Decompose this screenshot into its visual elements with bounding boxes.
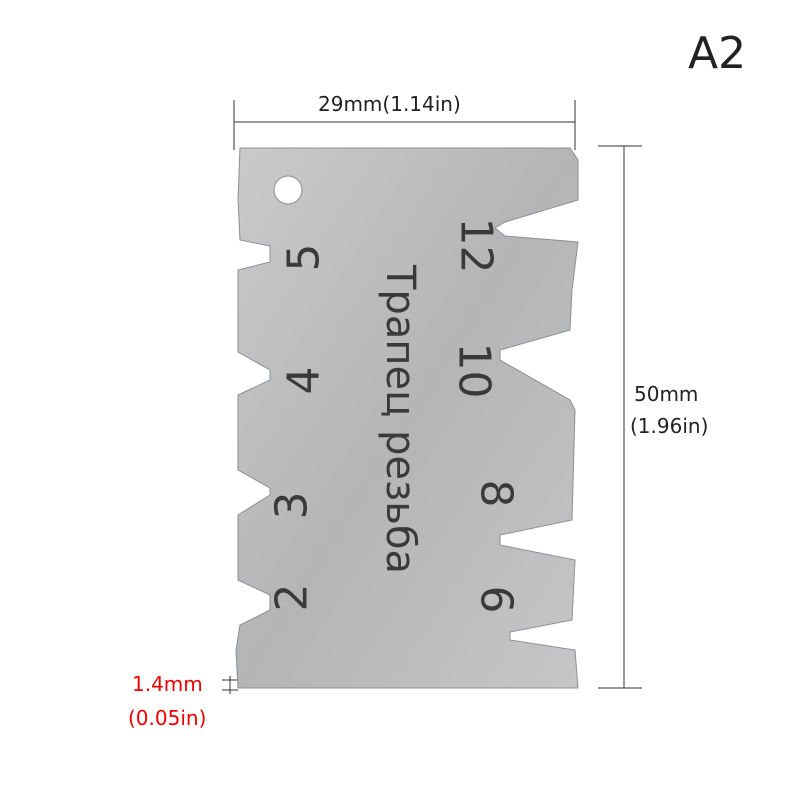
left-scale-2: 2 bbox=[266, 583, 318, 612]
width-label: 29mm(1.14in) bbox=[318, 92, 461, 116]
left-scale-4: 4 bbox=[278, 366, 330, 395]
thread-gauge-plate bbox=[235, 147, 579, 689]
left-scale-5: 5 bbox=[278, 243, 330, 272]
dimension-lines bbox=[222, 100, 642, 694]
right-scale-8: 8 bbox=[470, 479, 522, 508]
gauge-title: Трапец резьба bbox=[377, 265, 423, 575]
height-label-mm: 50mm bbox=[634, 382, 699, 406]
right-scale-12: 12 bbox=[450, 217, 502, 274]
thickness-label-in: (0.05in) bbox=[128, 706, 207, 730]
right-scale-6: 6 bbox=[470, 585, 522, 614]
right-scale-10: 10 bbox=[448, 342, 500, 399]
hanging-hole bbox=[273, 175, 303, 205]
thickness-label-mm: 1.4mm bbox=[132, 672, 203, 696]
left-scale-3: 3 bbox=[266, 491, 318, 520]
variant-badge: A2 bbox=[688, 28, 747, 79]
height-label-in: (1.96in) bbox=[630, 414, 709, 438]
